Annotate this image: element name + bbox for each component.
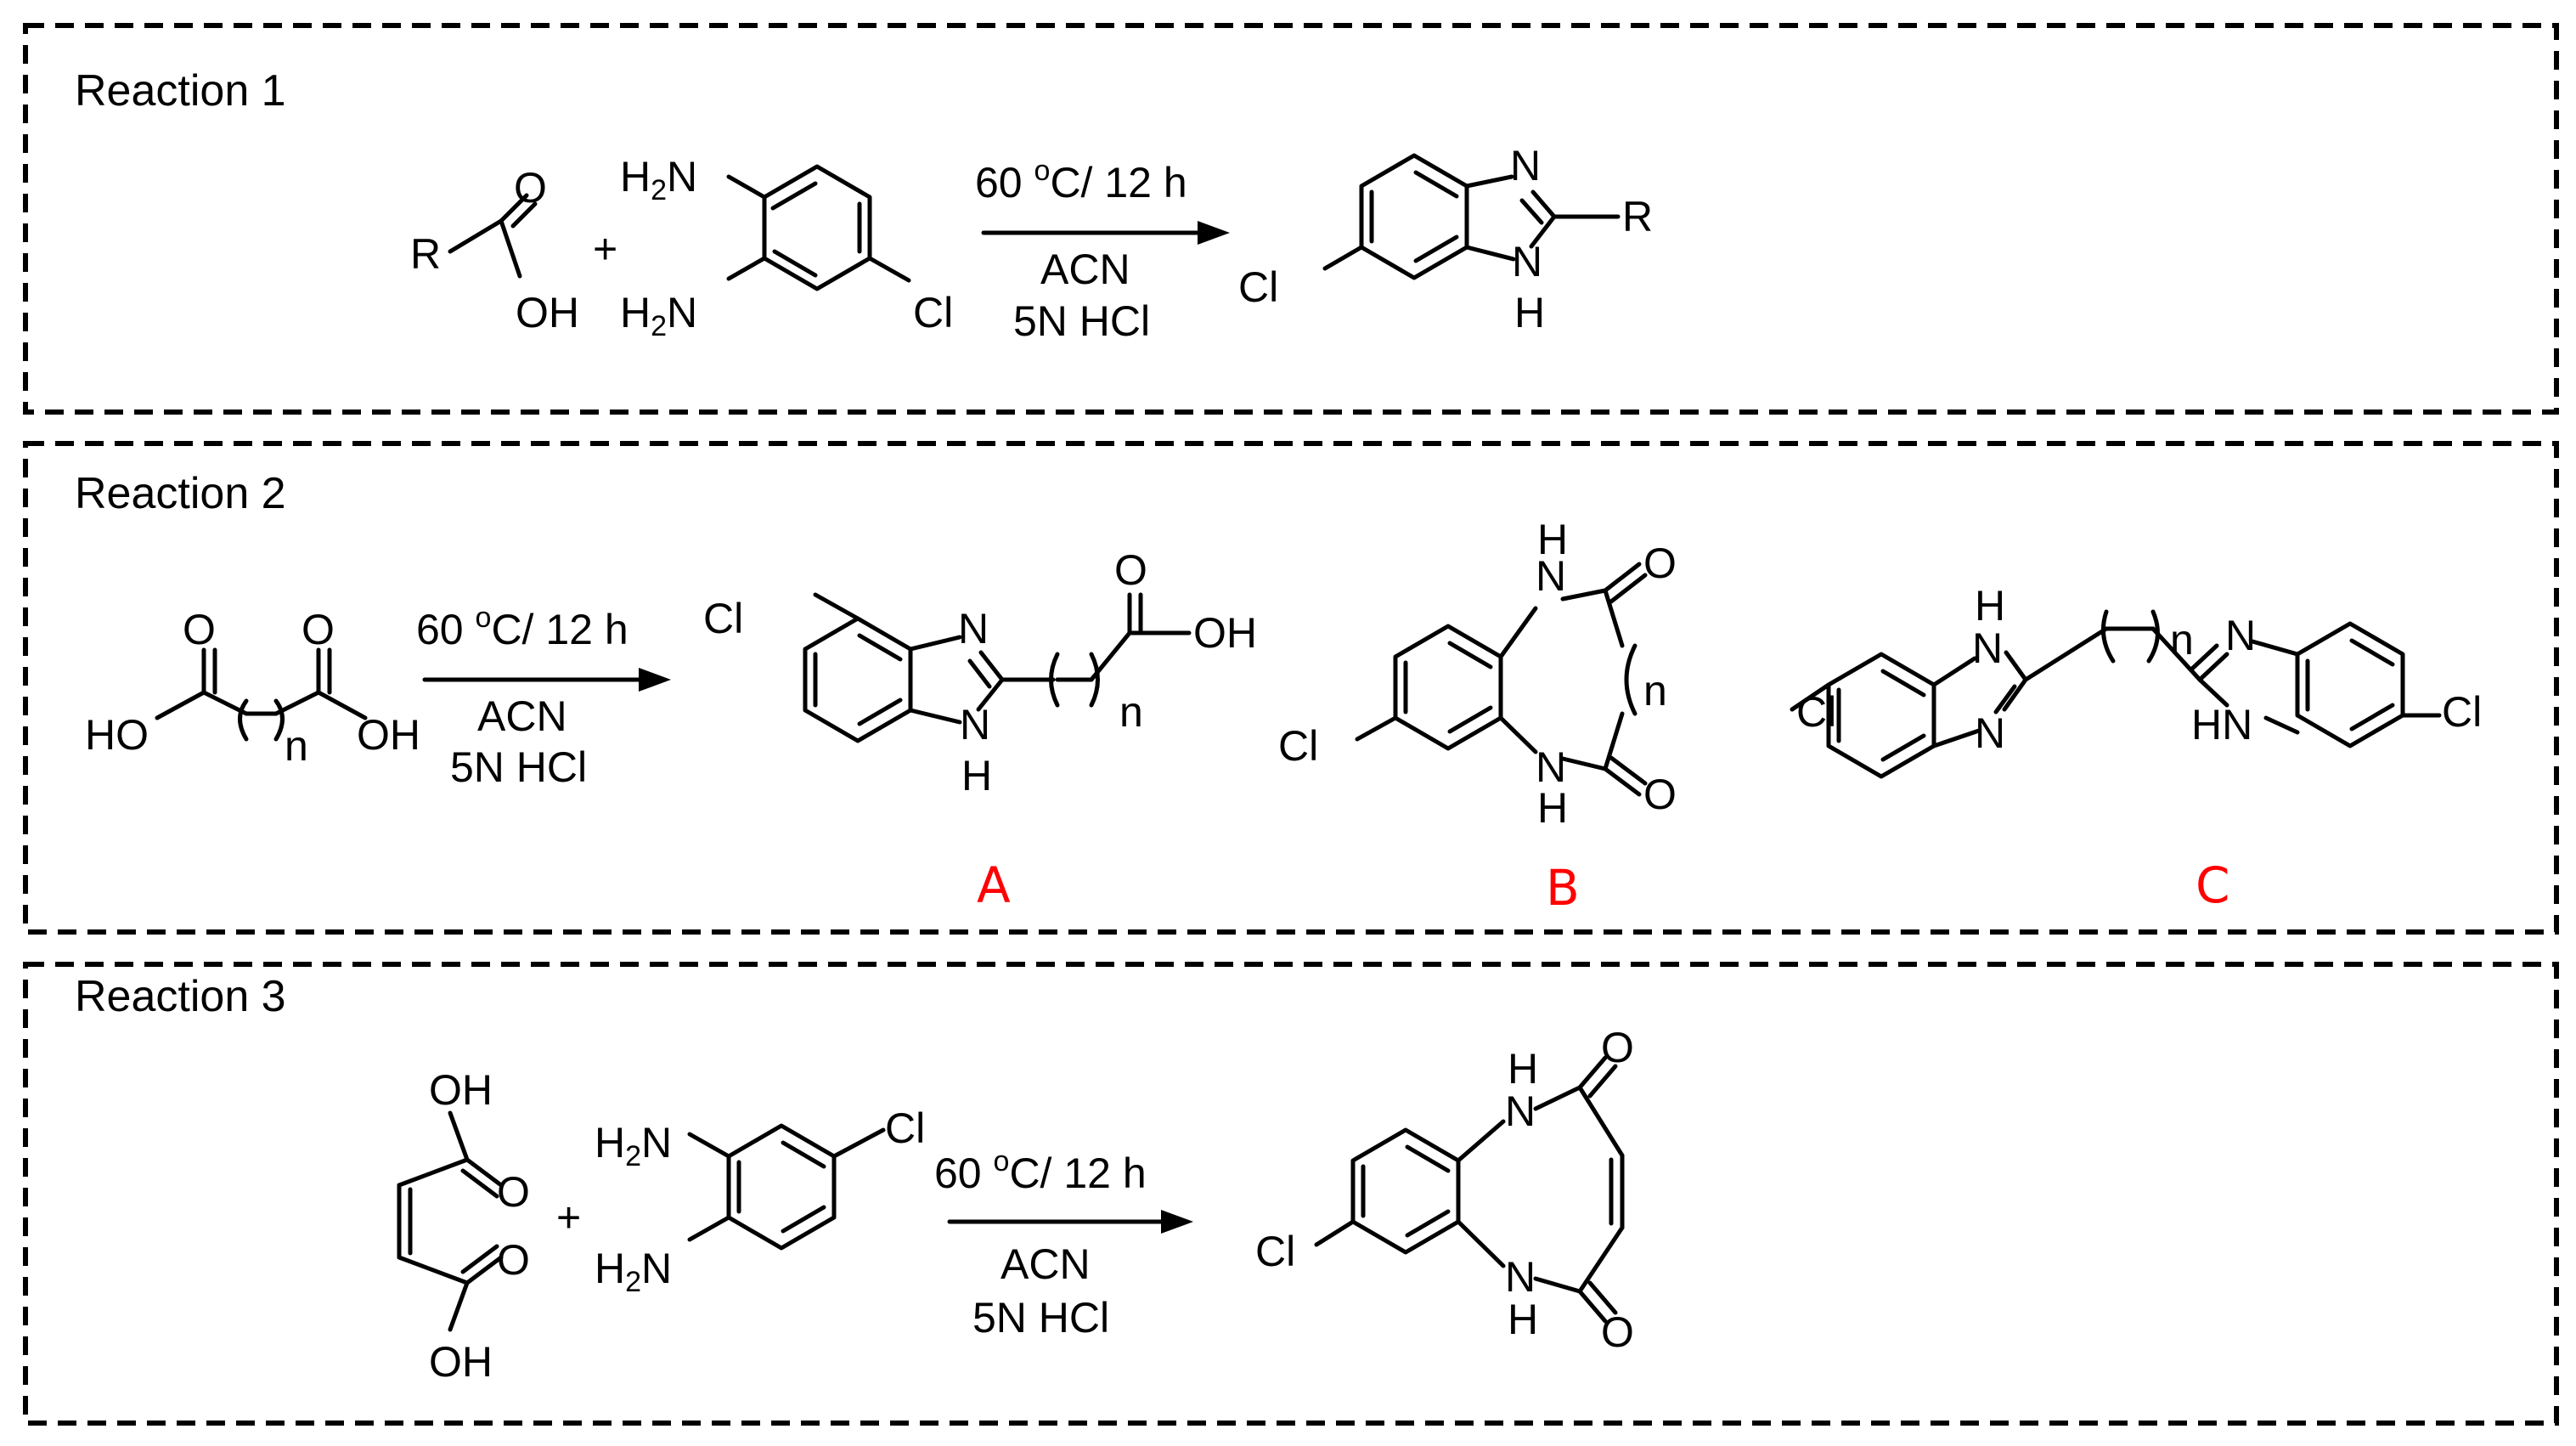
r3-amine-top: H2N (595, 1119, 672, 1172)
r3-acid-o1: O (497, 1168, 530, 1216)
r3-acid-oh2: OH (429, 1338, 493, 1386)
r2-a-chlorine: Cl (703, 595, 743, 642)
r3-nh1-h: H (1508, 1045, 1538, 1093)
r3-nh2-h: H (1508, 1296, 1538, 1343)
r1-amine-top: H2N (620, 153, 697, 206)
r2-acid-oh: OH (357, 711, 420, 759)
r3-chloro-diamine: H2N H2N Cl (595, 1104, 925, 1298)
r2-acid-ho: HO (85, 711, 149, 759)
r2-b-nh2-n: N (1536, 743, 1566, 791)
r2-b-carbonyl-o1: O (1643, 539, 1677, 587)
r3-acid-o2: O (497, 1236, 530, 1284)
r1-imine-n: N (1510, 142, 1541, 189)
r2-product-a-structure: Cl N N H O OH n (703, 546, 1257, 799)
r1-acid: 5N HCl (1013, 297, 1150, 345)
r2-c-imine-n-left: N (1975, 709, 2005, 757)
r1-r-group: R (410, 230, 441, 278)
reaction-3-panel (23, 962, 2559, 1426)
r3-arrow (947, 1210, 1193, 1234)
r1-product-r-group: R (1622, 193, 1653, 240)
r2-temperature: 60 oC/ 12 h (416, 602, 628, 653)
r3-plus-sign: + (556, 1194, 581, 1241)
r1-carbonyl-o: O (514, 164, 547, 212)
r2-solvent: ACN (477, 692, 567, 740)
r2-acid-o1: O (183, 606, 216, 653)
r1-nh-n: N (1512, 238, 1542, 285)
reaction-3-title: Reaction 3 (75, 972, 286, 1021)
r1-temperature: 60 oC/ 12 h (975, 155, 1187, 206)
r2-acid-o2: O (302, 606, 335, 653)
r3-nh1-n: N (1505, 1087, 1536, 1135)
r2-acid: 5N HCl (450, 743, 587, 791)
r1-carboxylic-acid: R O OH (410, 164, 579, 336)
r2-a-imine-n: N (958, 605, 989, 652)
r2-product-b-label: B (1546, 859, 1580, 917)
r2-b-carbonyl-o2: O (1643, 771, 1677, 818)
r2-a-n: n (1119, 688, 1143, 736)
r2-b-nh2-h: H (1537, 784, 1568, 832)
r3-carbonyl-o1: O (1601, 1024, 1634, 1071)
r2-c-hn-right: HN (2191, 701, 2252, 748)
r2-c-nh-h-left: H (1975, 582, 2005, 630)
r2-c-imine-n-right: N (2225, 612, 2256, 659)
r2-c-chlorine-left: Cl (1796, 688, 1836, 736)
r1-benzimidazole-product: N R N H Cl (1238, 142, 1653, 336)
r2-dicarboxylic-acid: O O HO OH n (85, 606, 420, 770)
r2-arrow (422, 668, 671, 692)
r3-temperature: 60 oC/ 12 h (934, 1145, 1147, 1197)
r3-solvent: ACN (1001, 1240, 1091, 1288)
r2-c-nh-n-left: N (1972, 624, 2003, 672)
r2-c-chlorine-right: Cl (2442, 688, 2482, 736)
r2-a-hydroxyl: OH (1193, 609, 1257, 657)
r3-carbonyl-o2: O (1601, 1308, 1634, 1356)
r3-acid: 5N HCl (972, 1294, 1109, 1342)
r3-acid-oh1: OH (429, 1066, 493, 1114)
r2-a-nh-h: H (961, 752, 992, 799)
r2-product-b-structure: N H N H O O n Cl (1278, 516, 1677, 832)
r3-amine-bottom: H2N (595, 1245, 672, 1298)
r3-nh2-n: N (1505, 1253, 1536, 1301)
r3-chlorine: Cl (885, 1104, 925, 1152)
r1-plus-sign: + (593, 225, 617, 273)
r1-chloro-diamine: H2N H2N Cl (620, 153, 953, 342)
r1-product-chlorine: Cl (1238, 263, 1278, 311)
r1-arrow (981, 221, 1230, 245)
reaction-1-title: Reaction 1 (75, 66, 286, 116)
r2-product-c-label: C (2196, 856, 2230, 914)
r2-product-c-structure: Cl H N N n N HN Cl (1790, 582, 2482, 779)
r2-product-a-label: A (977, 856, 1011, 914)
r2-b-n: n (1643, 667, 1667, 715)
r1-amine-bottom: H2N (620, 289, 697, 342)
r2-c-n: n (2170, 616, 2194, 664)
r2-b-nh1-h: H (1537, 516, 1568, 563)
reaction-1-panel (23, 23, 2559, 415)
r1-hydroxyl: OH (516, 289, 579, 336)
r1-chlorine: Cl (913, 289, 953, 336)
r2-acid-n: n (285, 722, 308, 770)
r3-product-chlorine: Cl (1255, 1228, 1295, 1275)
r3-benzodiazocine-product: N H O N H O Cl (1255, 1024, 1634, 1356)
r3-maleic-acid: OH O O OH (397, 1066, 530, 1386)
r2-b-chlorine: Cl (1278, 722, 1318, 770)
r2-a-carbonyl-o: O (1114, 546, 1147, 594)
r1-nh-h: H (1514, 289, 1545, 336)
r2-a-nh-n: N (960, 701, 990, 748)
reaction-2-title: Reaction 2 (75, 469, 286, 518)
reaction-2-panel (23, 441, 2559, 935)
r1-solvent: ACN (1040, 246, 1130, 293)
r2-b-nh1-n: N (1536, 552, 1566, 600)
